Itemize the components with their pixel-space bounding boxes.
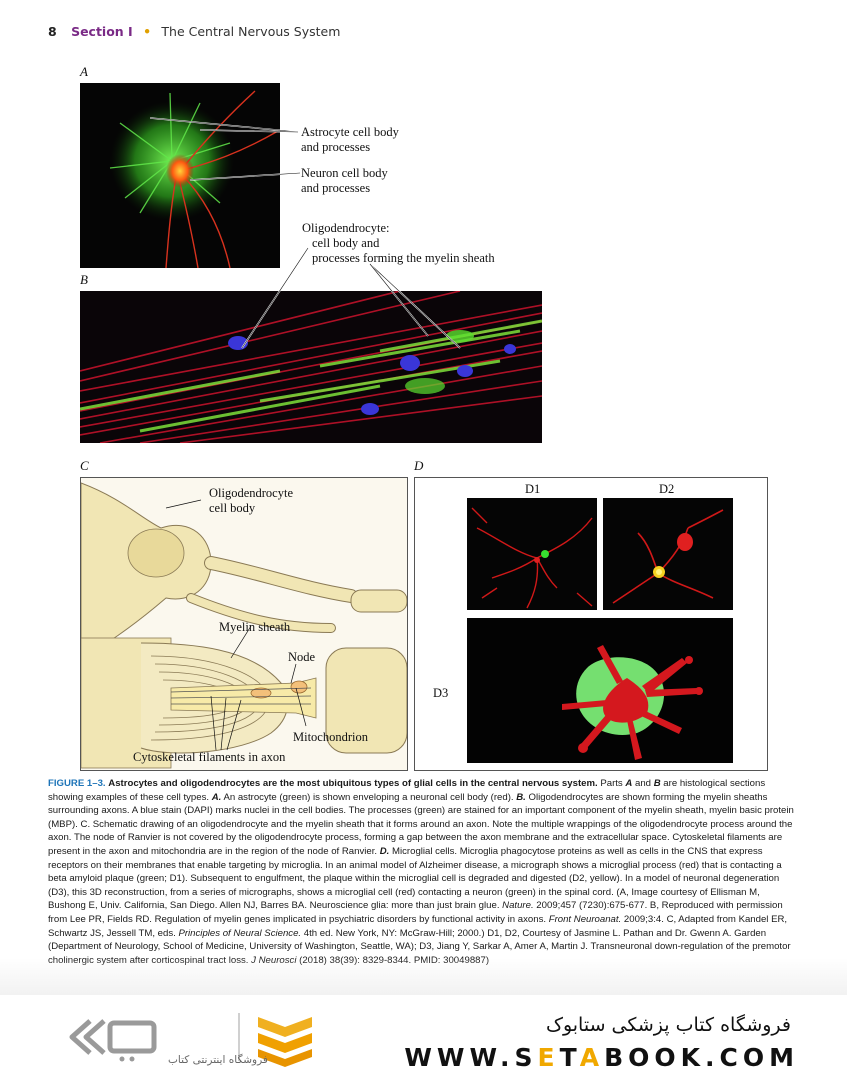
neuron-annotation: Neuron cell body and processes	[301, 166, 388, 196]
caption-text: Oligodendrocytes are shown forming the m…	[48, 791, 794, 857]
website-url: WWW.SETABOOK.COM	[404, 1043, 799, 1072]
oligo-line-3: processes forming the myelin sheath	[312, 251, 495, 265]
d3-reconstruction	[467, 618, 733, 763]
caption-ref: A.	[211, 791, 222, 803]
caption-text: and	[632, 778, 654, 789]
caption-journal: Front Neuroanat.	[548, 913, 622, 925]
book-stack-icon	[258, 1017, 312, 1067]
oligodendrocyte-annotation: Oligodendrocyte: cell body and processes…	[302, 221, 495, 266]
panel-c-label: C	[80, 458, 89, 473]
panel-a-micrograph	[80, 83, 280, 268]
panel-b-micrograph	[80, 291, 542, 443]
caption-ref: B	[653, 778, 661, 789]
oligo-line-1: Oligodendrocyte:	[302, 221, 390, 235]
figure-label: FIGURE 1–3.	[48, 778, 106, 789]
caption-text: Parts	[597, 778, 626, 789]
d1-label: D1	[525, 482, 541, 496]
caption-journal: Principles of Neural Science.	[178, 927, 302, 939]
page-fade	[0, 958, 847, 998]
caption-lead: Astrocytes and oligodendrocytes are the …	[108, 778, 598, 789]
caption-text: 2009;457 (7230):675-677. B, Reproduced w…	[48, 900, 783, 925]
d3-label: D3	[433, 686, 449, 700]
panel-d-frame: D1 D2 D3	[414, 477, 768, 771]
url-part: WWW.S	[404, 1043, 538, 1072]
caption-text: Microglial cells. Microglia phagocytose …	[48, 845, 782, 912]
footer-watermark	[0, 995, 847, 1080]
caption-ref: B.	[516, 791, 526, 803]
d2-micrograph	[603, 498, 733, 610]
url-part-accent: E	[537, 1043, 560, 1072]
panel-d-label: D	[414, 458, 424, 473]
caption-text: are histological sections showing exampl…	[48, 778, 766, 803]
panel-b-label: B	[80, 272, 88, 287]
c-oligo-line-2: cell body	[209, 501, 256, 515]
c-mitochondrion-label: Mitochondrion	[293, 730, 368, 744]
chapter-title: The Central Nervous System	[161, 24, 341, 39]
caption-journal: Nature.	[502, 900, 534, 912]
footer-divider	[238, 1013, 240, 1061]
c-cytoskeletal-label: Cytoskeletal filaments in axon	[133, 750, 286, 764]
caption-text: An astrocyte (green) is shown enveloping…	[221, 791, 517, 803]
caption-text: 2009;3:4. C, Adapted from Kandel ER, Sch…	[48, 913, 788, 939]
astrocyte-line-2: and processes	[301, 140, 371, 154]
caption-ref: A	[625, 778, 633, 789]
running-header: 8 Section I • The Central Nervous System	[48, 24, 340, 39]
section-label: Section I	[71, 24, 133, 39]
url-part: BOOK.COM	[604, 1043, 799, 1072]
url-part: T	[559, 1043, 580, 1072]
setabook-logo-icon	[69, 1019, 157, 1062]
c-oligo-line-1: Oligodendrocyte	[209, 486, 294, 500]
panel-b-leaders	[241, 247, 461, 349]
oligo-line-2: cell body and	[312, 236, 380, 250]
c-myelin-sheath-label: Myelin sheath	[219, 620, 291, 634]
header-bullet: •	[143, 24, 152, 39]
panel-c-schematic: Oligodendrocyte cell body Myelin sheath …	[80, 477, 408, 771]
page-number: 8	[48, 24, 57, 39]
c-oligodendrocyte-label: Oligodendrocyte cell body	[209, 486, 293, 516]
caption-ref: D.	[379, 845, 390, 857]
astrocyte-line-1: Astrocyte cell body	[301, 125, 399, 139]
d1-micrograph	[467, 498, 597, 610]
d2-label: D2	[659, 482, 675, 496]
c-node-label: Node	[288, 650, 316, 664]
brand-subtitle: فروشگاه اینترنتی کتاب	[168, 1054, 268, 1066]
url-part-accent: A	[579, 1043, 605, 1072]
figure-caption: FIGURE 1–3. Astrocytes and oligodendrocy…	[48, 777, 800, 967]
panel-a-leaders	[150, 117, 301, 181]
neuron-line-2: and processes	[301, 181, 371, 195]
neuron-line-1: Neuron cell body	[301, 166, 388, 180]
astrocyte-annotation: Astrocyte cell body and processes	[301, 125, 399, 155]
panel-a-label: A	[80, 64, 88, 79]
shop-name: فروشگاه کتاب پزشکی ستابوک	[545, 1014, 791, 1036]
